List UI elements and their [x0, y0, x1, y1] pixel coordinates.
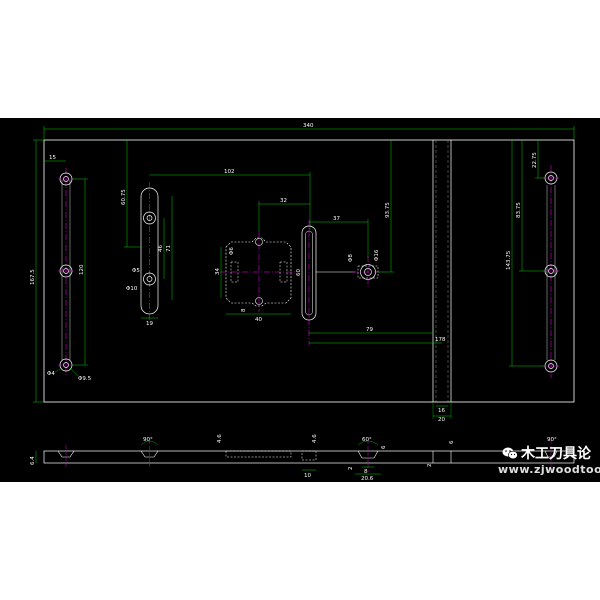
dim-cam-dia-large: Φ16: [374, 249, 380, 261]
right-hole-column: [543, 165, 559, 378]
dim-section-depth-1: 4.6: [217, 434, 223, 443]
dim-section-groove-depth: 2: [427, 464, 433, 468]
section-view: [43, 440, 575, 472]
main-plate: [43, 139, 575, 403]
dim-left-offset: 15: [44, 155, 66, 162]
dim-cam-height: 93.75: [376, 140, 394, 273]
svg-text:120: 120: [79, 264, 85, 275]
dim-label: 340: [303, 123, 314, 129]
watermark-url: www.zjwoodtool: [498, 463, 600, 476]
svg-text:19: 19: [146, 321, 153, 327]
dim-left-csk-dia: Φ9.5: [78, 376, 92, 382]
dim-section-20-6: 20.6: [355, 473, 381, 482]
dim-right-b: 83.75: [516, 140, 545, 272]
svg-text:60.75: 60.75: [121, 189, 127, 205]
svg-text:34: 34: [215, 268, 221, 275]
svg-text:40: 40: [255, 317, 262, 323]
dim-section-6: 6: [381, 445, 387, 449]
svg-text:178: 178: [435, 337, 446, 343]
dim-section-angle-3: 90°: [547, 437, 557, 443]
dim-right-a: 22.75: [532, 140, 545, 179]
svg-text:20.6: 20.6: [361, 476, 374, 482]
svg-text:143.75: 143.75: [506, 250, 512, 270]
dim-section-rail-width: 10: [302, 469, 316, 479]
dim-cam-dia-small: Φ8: [348, 254, 354, 262]
svg-text:20: 20: [438, 417, 445, 423]
svg-text:46: 46: [158, 245, 164, 252]
dim-label: 167.5: [30, 269, 36, 285]
dim-rail-height: 60: [296, 269, 302, 276]
rail-slot: [301, 220, 317, 345]
svg-text:16: 16: [438, 408, 445, 414]
svg-text:79: 79: [366, 327, 373, 333]
dim-block-height: 34: [215, 247, 222, 298]
center-block: [220, 232, 298, 312]
dim-slot-width: 19: [141, 317, 158, 327]
dim-slot-a: 46: [158, 218, 165, 279]
svg-text:93.75: 93.75: [385, 202, 391, 218]
wechat-icon: [502, 447, 518, 460]
svg-text:102: 102: [224, 169, 235, 175]
dim-section-thickness: 6.4: [30, 451, 37, 465]
dim-overall-height: 167.5: [30, 139, 44, 403]
watermark: 木工刀具论 www.zjwoodtool: [498, 441, 600, 483]
svg-text:10: 10: [304, 473, 311, 479]
dim-slot-height: 60.75: [121, 140, 141, 248]
dim-block-notch: 8: [241, 308, 247, 312]
dim-section-8: 8: [362, 466, 374, 475]
dim-section-angle-1: 90°: [143, 437, 153, 443]
dim-center-79: 79: [309, 327, 433, 334]
left-hole-column: [58, 168, 74, 376]
svg-text:6.4: 6.4: [30, 456, 36, 465]
dim-block-hole-dia: Φ6: [229, 247, 235, 255]
dim-center-178: 178: [309, 337, 446, 344]
vertical-slot: [140, 182, 159, 322]
svg-text:37: 37: [333, 216, 340, 222]
cad-drawing-canvas: 340 167.5 15 120 Φ4 Φ9.5: [0, 118, 600, 482]
svg-text:71: 71: [166, 245, 172, 252]
watermark-title: 木工刀具论: [521, 446, 591, 462]
dim-slot-dia-large: Φ10: [126, 286, 138, 292]
svg-text:15: 15: [49, 155, 56, 161]
dim-section-2: 2: [348, 467, 354, 471]
dim-slot-b: 71: [166, 196, 173, 300]
dim-left-hole-dia: Φ4: [47, 371, 55, 377]
dim-right-c: 143.75: [506, 140, 545, 367]
dim-cam-offset: 37: [309, 216, 369, 258]
dim-block-width: 40: [226, 313, 291, 323]
svg-text:83.75: 83.75: [516, 202, 522, 218]
dim-block-offset: 102: [149, 169, 311, 230]
svg-text:8: 8: [364, 469, 368, 475]
dim-section-angle-2: 60°: [362, 437, 372, 443]
dim-groove-widths: 16 20: [432, 402, 452, 423]
dim-overall-width: 340: [43, 123, 575, 140]
dim-slot-dia-small: Φ5: [132, 268, 140, 274]
dim-section-rail-depth: 4.6: [312, 434, 318, 443]
dim-block-top-width: 32: [258, 198, 310, 232]
svg-text:22.75: 22.75: [532, 152, 538, 168]
dim-left-hole-spacing: 120: [72, 178, 88, 366]
dim-section-groove-6: 6: [449, 440, 455, 444]
svg-text:32: 32: [280, 198, 287, 204]
